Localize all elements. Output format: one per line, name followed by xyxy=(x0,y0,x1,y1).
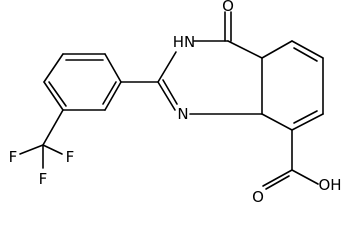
atom-label-acid-hydroxyl: OH xyxy=(318,176,341,194)
atom-label-ring-nh: HN xyxy=(173,33,196,51)
atom-label-fluorine-1: F xyxy=(9,148,18,166)
atom-label-acid-oxygen: O xyxy=(252,188,264,206)
bond-network xyxy=(19,11,324,190)
atom-label-ketone-oxygen: O xyxy=(222,0,234,15)
atom-label-fluorine-3: F xyxy=(39,170,48,188)
atom-labels: O HN N OH O F F F xyxy=(9,0,342,206)
atom-label-ring-n: N xyxy=(177,105,188,123)
atom-label-fluorine-2: F xyxy=(66,148,75,166)
chemical-structure: O HN N OH O F F F xyxy=(9,0,342,206)
